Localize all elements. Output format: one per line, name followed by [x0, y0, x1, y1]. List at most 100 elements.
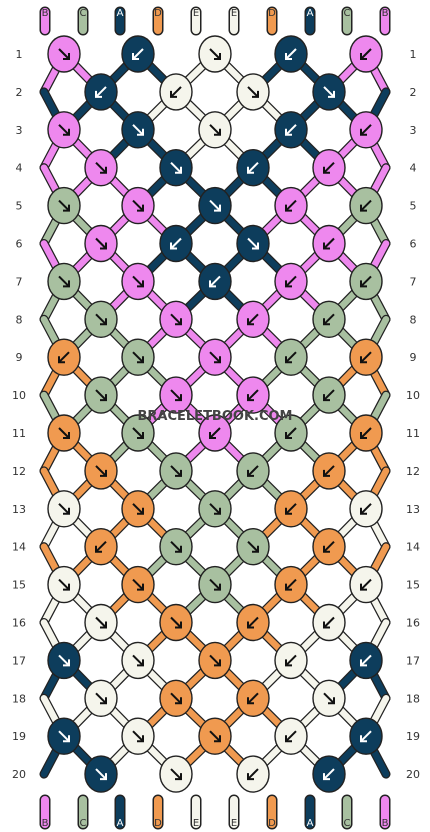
knot-arrow-icon — [209, 351, 221, 363]
knot — [236, 679, 270, 717]
knot — [121, 111, 155, 149]
knot-arrow-icon — [95, 616, 107, 629]
knot-arrow-icon — [360, 730, 372, 742]
row-number-left: 16 — [12, 617, 26, 630]
knot — [198, 35, 232, 73]
knot-arrow-icon — [285, 578, 297, 591]
strand-label-top: A — [307, 8, 314, 19]
knot — [274, 414, 308, 452]
knot — [84, 528, 118, 566]
knot — [159, 224, 193, 263]
knot-arrow-icon — [170, 692, 182, 705]
row-number-left: 20 — [12, 768, 26, 781]
knot — [84, 679, 118, 717]
strand-label-top: A — [117, 8, 124, 19]
knot — [236, 148, 270, 187]
knot — [198, 565, 232, 604]
row-number-right: 8 — [410, 313, 417, 326]
knot — [349, 111, 383, 149]
knot-arrow-icon — [323, 465, 335, 477]
knot — [236, 755, 270, 793]
knot-arrow-icon — [285, 427, 297, 439]
knot-arrow-icon — [58, 351, 70, 363]
strand-label-bottom: B — [382, 818, 389, 829]
knot — [349, 641, 383, 680]
knot-arrow-icon — [247, 616, 259, 629]
row-number-right: 10 — [406, 389, 420, 402]
knot-arrow-icon — [170, 313, 182, 326]
knot — [312, 376, 346, 414]
knot — [198, 414, 232, 452]
knot — [159, 755, 193, 793]
knot-arrow-icon — [323, 692, 335, 705]
knot — [198, 111, 232, 149]
strand-label-bottom: E — [193, 818, 199, 829]
knot — [84, 376, 118, 414]
knot — [47, 717, 81, 755]
knot — [84, 224, 118, 263]
row-number-right: 17 — [406, 654, 420, 667]
knot-arrow-icon — [132, 124, 144, 136]
row-number-left: 3 — [16, 124, 23, 137]
knot — [121, 490, 155, 528]
knot — [121, 338, 155, 376]
row-number-right: 6 — [410, 238, 417, 251]
knot-arrow-icon — [95, 389, 107, 401]
knot — [121, 186, 155, 225]
knot-arrow-icon — [247, 465, 259, 477]
knot-arrow-icon — [132, 199, 144, 212]
knot — [159, 148, 193, 187]
knot — [84, 148, 118, 187]
knot — [47, 262, 81, 301]
knot-arrow-icon — [360, 351, 372, 363]
knot-arrow-icon — [132, 730, 144, 742]
knot-arrow-icon — [360, 199, 372, 212]
knot — [312, 300, 346, 338]
row-number-left: 19 — [12, 730, 26, 743]
knot-arrow-icon — [170, 465, 182, 477]
knot-arrow-icon — [170, 540, 182, 553]
knot-arrow-icon — [95, 161, 107, 174]
knot-arrow-icon — [170, 389, 182, 401]
knot — [121, 565, 155, 604]
knot-arrow-icon — [285, 48, 297, 60]
row-number-left: 14 — [12, 541, 26, 554]
strand-label-bottom: B — [42, 818, 49, 829]
knot-arrow-icon — [170, 237, 182, 250]
knot — [312, 528, 346, 566]
strand-label-top: B — [42, 8, 49, 19]
knot-arrow-icon — [209, 730, 221, 742]
row-number-right: 3 — [410, 124, 417, 137]
knot — [159, 528, 193, 566]
knot-arrow-icon — [323, 768, 335, 780]
row-number-left: 4 — [16, 162, 23, 175]
knot — [84, 300, 118, 338]
row-number-right: 4 — [410, 162, 417, 175]
knot-arrow-icon — [285, 730, 297, 742]
knot — [47, 35, 81, 73]
watermark: BRACELETBOOK.COM — [138, 409, 293, 424]
row-number-right: 5 — [410, 200, 417, 213]
knot — [312, 148, 346, 187]
row-number-right: 19 — [406, 730, 420, 743]
knot — [159, 603, 193, 642]
row-number-right: 1 — [410, 48, 417, 61]
knot-arrow-icon — [95, 465, 107, 477]
knot — [274, 35, 308, 73]
knot — [274, 111, 308, 149]
knot-arrow-icon — [58, 275, 70, 288]
strand-label-top: B — [382, 8, 389, 19]
knot — [121, 262, 155, 301]
knot-arrow-icon — [323, 237, 335, 250]
knot — [236, 224, 270, 263]
knot — [349, 414, 383, 452]
knot-arrow-icon — [360, 654, 372, 667]
row-number-left: 8 — [16, 313, 23, 326]
knot — [84, 603, 118, 642]
knot-arrow-icon — [360, 275, 372, 288]
knot — [236, 300, 270, 338]
knot — [236, 603, 270, 642]
knot-arrow-icon — [58, 48, 70, 60]
row-number-right: 7 — [410, 275, 417, 288]
